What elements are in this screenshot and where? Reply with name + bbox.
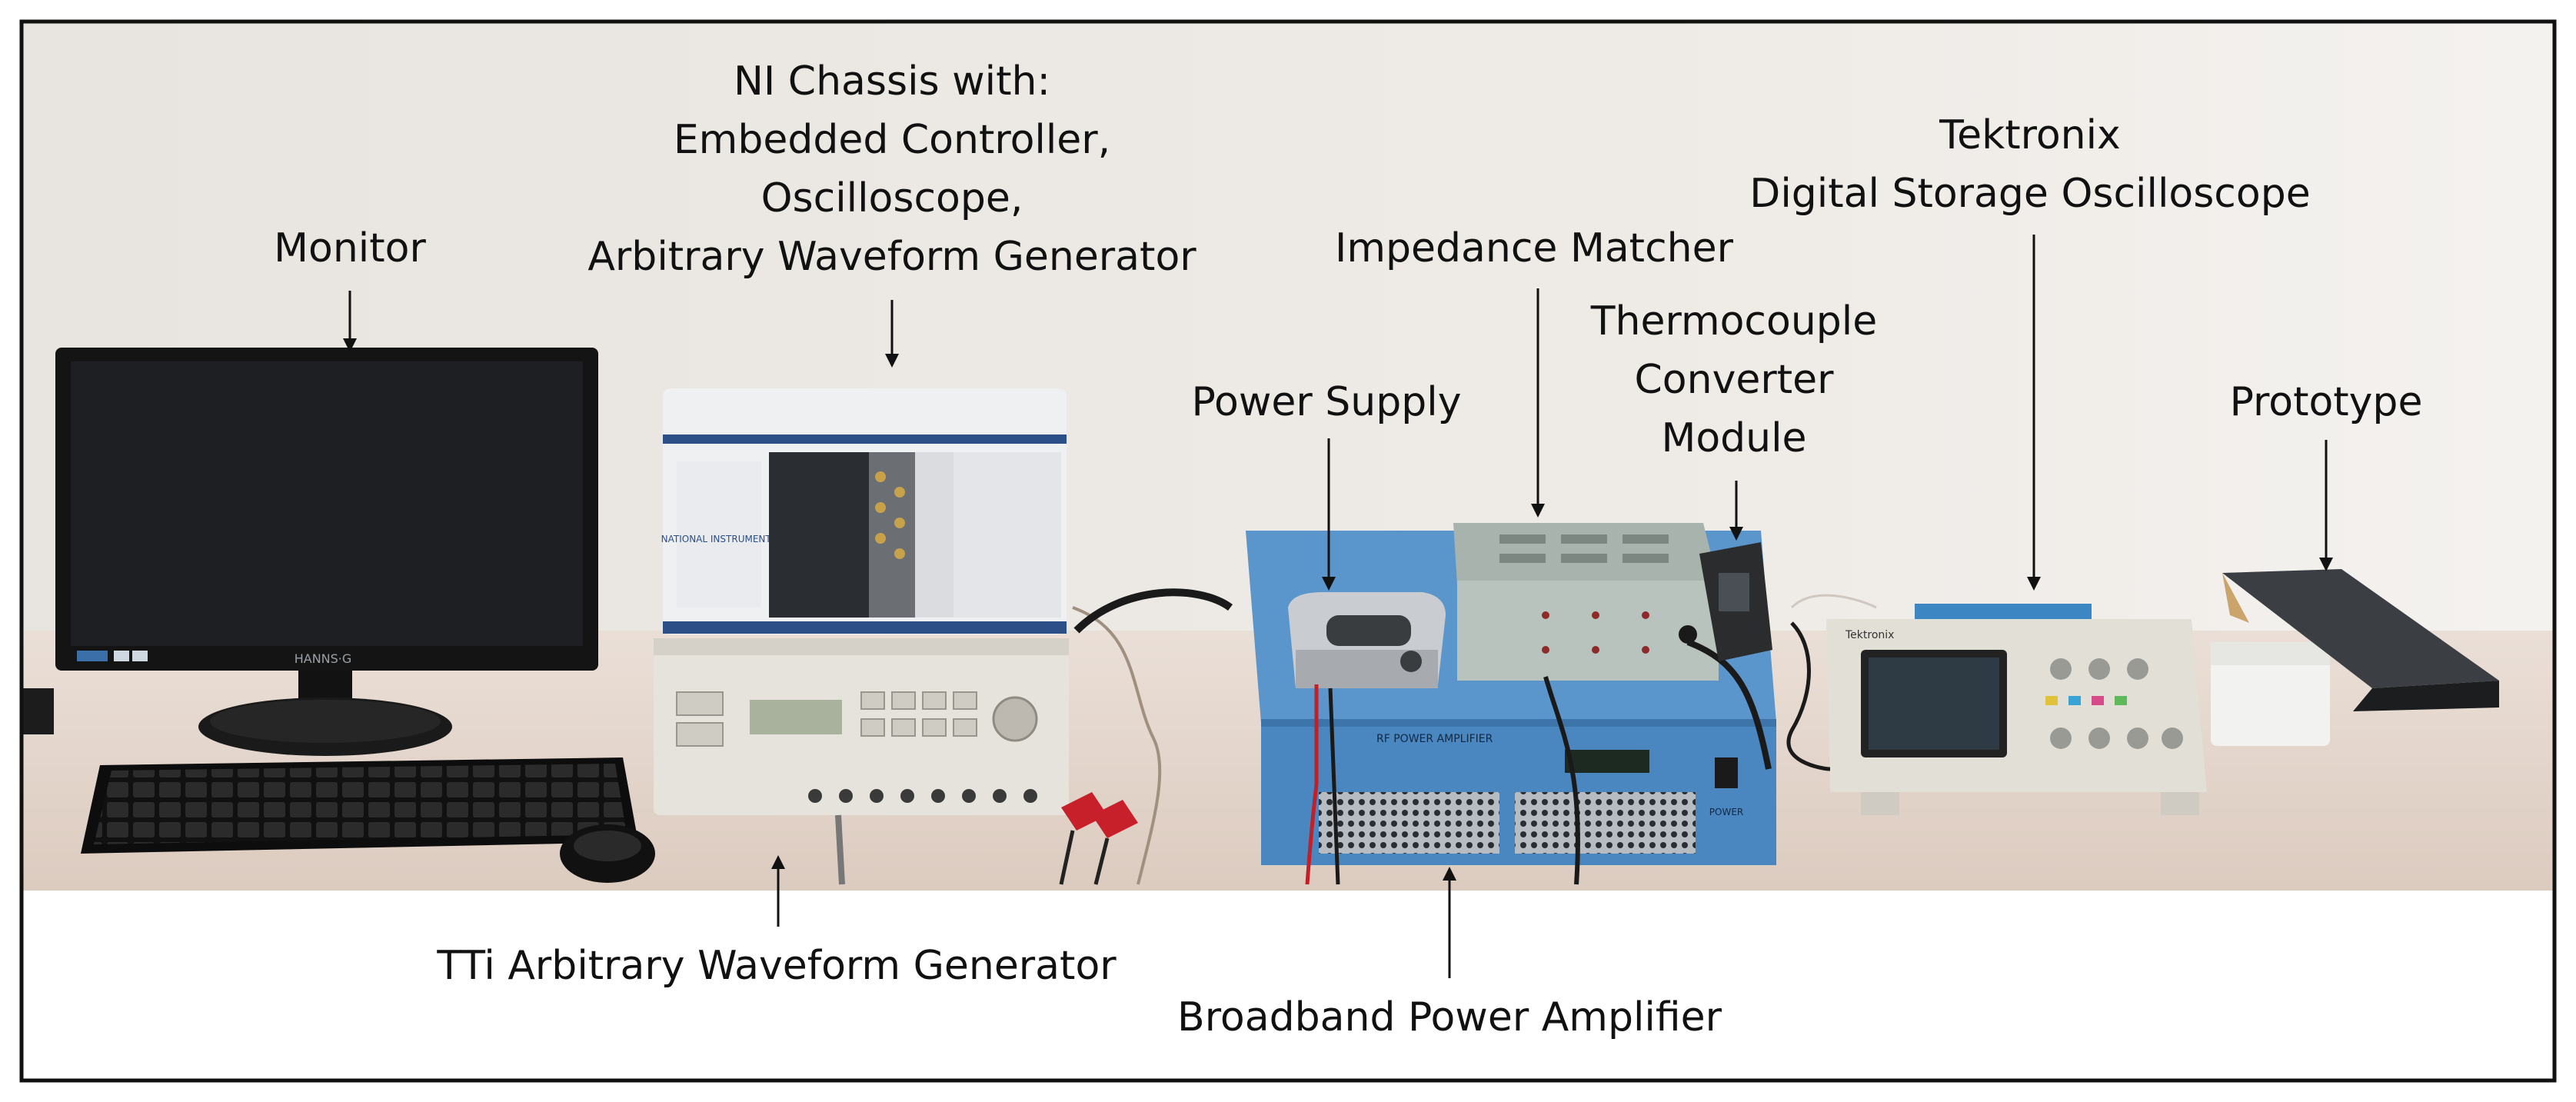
- label-tektronix-line-1: Tektronix: [1939, 112, 2121, 158]
- label-thermocouple-line-3: Module: [1661, 415, 1807, 461]
- label-tti-awg: TTi Arbitrary Waveform Generator: [437, 943, 1117, 989]
- thermocouple-converter-module: [1699, 542, 1772, 661]
- power-supply: [1288, 592, 1446, 688]
- label-tektronix-line-2: Digital Storage Oscilloscope: [1749, 171, 2311, 217]
- label-ni-chassis-line-3: Oscilloscope,: [760, 175, 1023, 221]
- amp-power-label: POWER: [1709, 807, 1743, 817]
- monitor-brand: HANNS·G: [295, 651, 352, 666]
- figure-frame: [19, 19, 2557, 1083]
- label-tektronix: Tektronix Digital Storage Oscilloscope: [1749, 106, 2310, 223]
- ni-chassis: NATIONAL INSTRUMENTS: [661, 388, 1067, 634]
- label-ni-chassis-line-4: Arbitrary Waveform Generator: [587, 234, 1196, 280]
- tektronix-oscilloscope: Tektronix: [1826, 604, 2207, 815]
- label-thermocouple-line-1: Thermocouple: [1590, 298, 1878, 345]
- label-impedance-matcher: Impedance Matcher: [1335, 225, 1733, 271]
- amp-title: RF POWER AMPLIFIER: [1376, 733, 1493, 745]
- label-prototype: Prototype: [2229, 379, 2423, 425]
- prototype: [2211, 569, 2499, 746]
- label-thermocouple-line-2: Converter: [1634, 357, 1834, 403]
- label-thermocouple: Thermocouple Converter Module: [1591, 292, 1877, 468]
- label-power-supply: Power Supply: [1191, 379, 1462, 425]
- label-ni-chassis-line-2: Embedded Controller,: [673, 117, 1111, 163]
- label-ni-chassis-line-1: NI Chassis with:: [734, 58, 1050, 105]
- tti-awg: [654, 638, 1069, 815]
- test-clips: [1061, 792, 1138, 838]
- impedance-matcher: [1453, 523, 1719, 681]
- label-ni-chassis: NI Chassis with: Embedded Controller, Os…: [587, 52, 1196, 286]
- label-monitor: Monitor: [274, 225, 426, 271]
- annotation-arrows: [343, 235, 2333, 978]
- label-amplifier: Broadband Power Amplifier: [1177, 994, 1722, 1040]
- monitor: HANNS·G: [55, 348, 598, 756]
- keyboard: [81, 757, 638, 854]
- ni-brand: NATIONAL INSTRUMENTS: [661, 534, 777, 544]
- scope-brand: Tektronix: [1845, 629, 1894, 641]
